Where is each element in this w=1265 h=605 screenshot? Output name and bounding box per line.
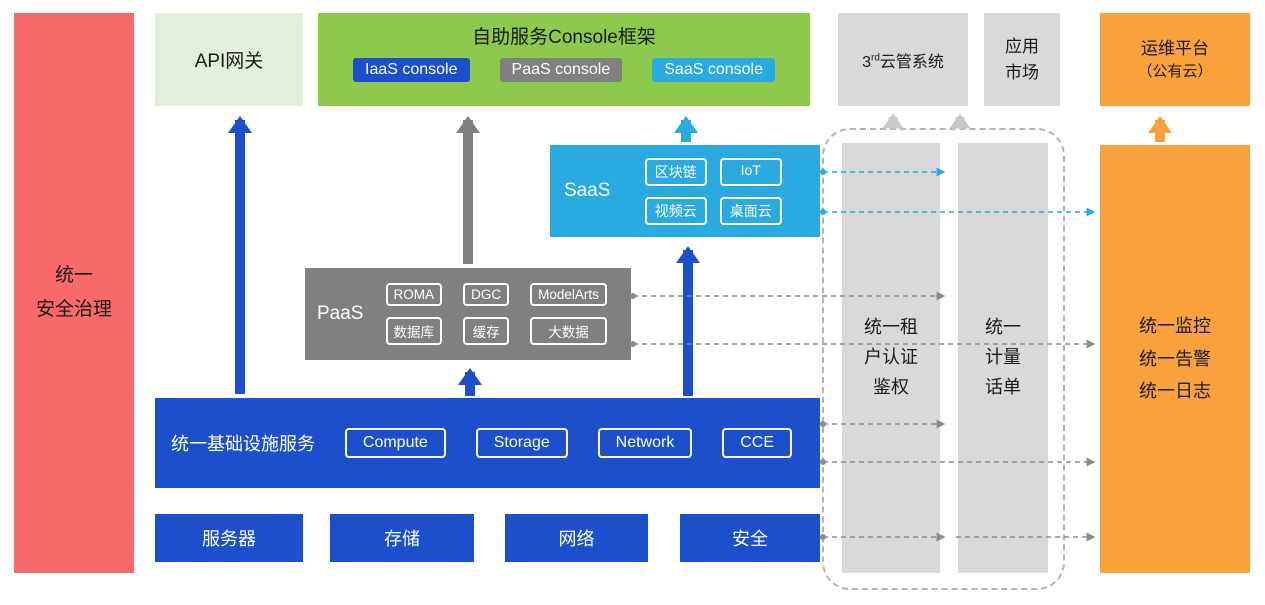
chip-big-data: 大数据 xyxy=(530,317,607,345)
chip-network: Network xyxy=(597,428,693,458)
saas-chip-grid: 区块链 IoT 视频云 桌面云 xyxy=(624,157,802,225)
third-party-cloud-label: 3rd云管系统 xyxy=(862,52,944,71)
api-gateway-label: API网关 xyxy=(194,51,264,72)
chip-desktop-cloud: 桌面云 xyxy=(719,196,782,225)
server-box: 服务器 xyxy=(155,514,303,562)
chip-cce: CCE xyxy=(722,428,792,458)
chip-video-cloud: 视频云 xyxy=(644,196,707,225)
saas-block: SaaS 区块链 IoT 视频云 桌面云 xyxy=(550,145,820,237)
paas-block: PaaS ROMA DGC ModelArts 数据库 缓存 大数据 xyxy=(305,268,631,360)
auth-bar-line3: 鉴权 xyxy=(873,376,909,397)
security-governance-bar: 统一 安全治理 xyxy=(14,13,134,573)
unified-auth-bar: 统一租 户认证 鉴权 xyxy=(842,143,940,573)
paas-console-button: PaaS console xyxy=(499,58,623,82)
chip-compute: Compute xyxy=(344,428,446,458)
console-frame-box: 自助服务Console框架 IaaS console PaaS console … xyxy=(318,13,810,106)
chip-dgc: DGC xyxy=(463,283,510,306)
saas-label: SaaS xyxy=(564,180,611,201)
unified-monitoring-bar: 统一监控 统一告警 统一日志 xyxy=(1100,145,1250,573)
paas-label: PaaS xyxy=(317,303,364,324)
iaas-block: 统一基础设施服务 Compute Storage Network CCE xyxy=(155,398,820,488)
api-gateway-box: API网关 xyxy=(155,13,303,106)
metering-bar-line1: 统一 xyxy=(985,317,1021,338)
network-box: 网络 xyxy=(505,514,648,562)
auth-bar-line2: 户认证 xyxy=(864,347,918,368)
iaas-label: 统一基础设施服务 xyxy=(171,434,315,454)
om-platform-line2: （公有云） xyxy=(1137,63,1213,80)
third-party-cloud-box: 3rd云管系统 xyxy=(838,13,968,106)
chip-cache: 缓存 xyxy=(463,317,510,345)
console-buttons-row: IaaS console PaaS console SaaS console xyxy=(353,58,775,82)
auth-bar-line1: 统一租 xyxy=(864,317,918,338)
app-market-box: 应用 市场 xyxy=(984,13,1060,106)
app-market-line1: 应用 xyxy=(1005,37,1039,56)
om-platform-box: 运维平台 （公有云） xyxy=(1100,13,1250,106)
paas-chip-grid: ROMA DGC ModelArts 数据库 缓存 大数据 xyxy=(373,283,619,345)
chip-database: 数据库 xyxy=(385,317,443,345)
monitoring-bar-line3: 统一日志 xyxy=(1139,381,1211,402)
chip-blockchain: 区块链 xyxy=(644,157,707,186)
chip-modelarts: ModelArts xyxy=(530,283,607,306)
iaas-console-button: IaaS console xyxy=(353,58,470,82)
chip-iot: IoT xyxy=(719,157,782,186)
security-governance-line2: 安全治理 xyxy=(35,299,112,320)
app-market-line2: 市场 xyxy=(1005,62,1039,82)
metering-bar-line2: 计量 xyxy=(985,347,1021,368)
om-platform-line1: 运维平台 xyxy=(1141,38,1209,58)
security-governance-line1: 统一 xyxy=(54,264,93,286)
shared-services-dashed-frame xyxy=(822,128,1065,590)
metering-bar-line3: 话单 xyxy=(985,376,1021,397)
storage-box: 存储 xyxy=(330,514,474,562)
monitoring-bar-line1: 统一监控 xyxy=(1139,316,1211,337)
console-frame-title: 自助服务Console框架 xyxy=(472,27,656,48)
chip-storage: Storage xyxy=(475,428,568,458)
unified-metering-bar: 统一 计量 话单 xyxy=(958,143,1048,573)
monitoring-bar-line2: 统一告警 xyxy=(1139,348,1211,369)
security-box: 安全 xyxy=(680,514,820,562)
chip-roma: ROMA xyxy=(385,283,443,306)
saas-console-button: SaaS console xyxy=(652,58,775,82)
